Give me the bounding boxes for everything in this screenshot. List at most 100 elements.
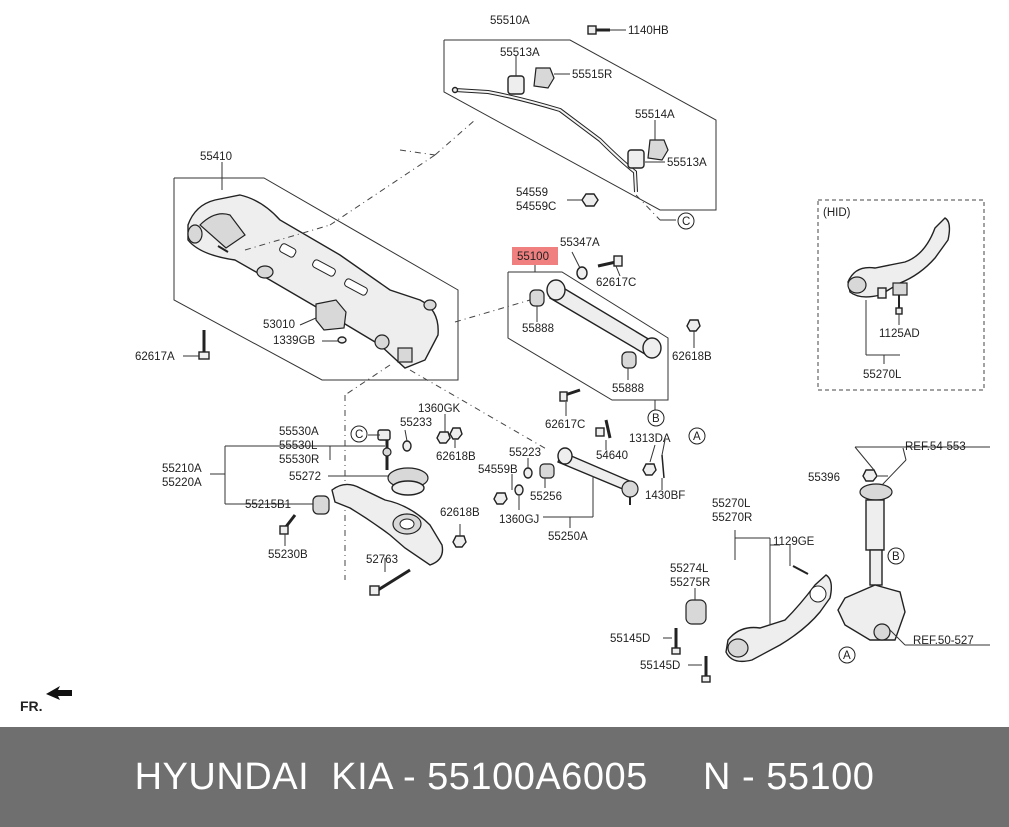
label-55347a: 55347A bbox=[560, 237, 600, 249]
nut-54559 bbox=[581, 193, 599, 207]
nut-62618b-right bbox=[686, 319, 701, 332]
label-1140hb: 1140HB bbox=[628, 25, 669, 37]
label-55100: 55100 bbox=[517, 251, 549, 263]
upper-arm-group bbox=[493, 419, 665, 505]
trailing-arm-group bbox=[671, 469, 906, 683]
washer-55223 bbox=[523, 467, 533, 479]
lower-arm-55210a bbox=[331, 483, 444, 566]
bushing-55256 bbox=[539, 463, 555, 479]
label-55510a: 55510A bbox=[490, 15, 530, 27]
bolt-62617a bbox=[198, 330, 210, 360]
bolt-54640 bbox=[595, 419, 612, 439]
label-55410: 55410 bbox=[200, 151, 232, 163]
label-55145d-lower: 55145D bbox=[640, 660, 680, 672]
highlight-55100 bbox=[512, 247, 558, 265]
trailing-arm-hid bbox=[847, 217, 951, 298]
label-55223: 55223 bbox=[509, 447, 541, 459]
label-1313da: 1313DA bbox=[629, 433, 671, 445]
label-ref-50-527: REF.50-527 bbox=[913, 635, 974, 647]
label-fr: FR. bbox=[20, 698, 43, 714]
nut-62618b-lower bbox=[452, 535, 467, 548]
bolt-55145d-lower bbox=[701, 656, 711, 683]
bolt-55145d-upper bbox=[671, 628, 681, 655]
svg-text:A: A bbox=[693, 431, 701, 443]
circle-marker-b-right: B bbox=[887, 547, 905, 565]
part-number-banner: HYUNDAI KIA - 55100A6005 N - 55100 bbox=[0, 727, 1009, 827]
circle-marker-b-middle: B bbox=[647, 409, 665, 427]
lower-arm-group bbox=[279, 427, 467, 596]
circle-marker-c-top: C bbox=[677, 212, 695, 230]
label-54559c: 54559C bbox=[516, 201, 556, 213]
lower-link-group bbox=[507, 247, 701, 402]
parts-diagram: 55510A 1140HB 55513A 55515R 55514A 55513… bbox=[20, 15, 990, 714]
label-55145d-upper: 55145D bbox=[610, 633, 650, 645]
svg-text:B: B bbox=[892, 551, 900, 563]
label-55233: 55233 bbox=[400, 417, 432, 429]
bolt-55230b bbox=[279, 514, 297, 535]
label-55514a: 55514A bbox=[635, 109, 675, 121]
nut-54559b bbox=[493, 492, 508, 505]
label-62617a: 62617A bbox=[135, 351, 175, 363]
washer-55347a bbox=[576, 266, 588, 280]
part-number-text: HYUNDAI KIA - 55100A6005 N - 55100 bbox=[134, 755, 875, 798]
label-1360gk: 1360GK bbox=[418, 403, 461, 415]
label-55256: 55256 bbox=[530, 491, 562, 503]
label-55530l: 55530L bbox=[279, 440, 318, 452]
label-hid: (HID) bbox=[823, 207, 851, 219]
shock-absorber bbox=[865, 499, 885, 551]
label-ref-54-553: REF.54-553 bbox=[905, 441, 966, 453]
bushing-55888-left bbox=[529, 289, 545, 307]
pin-1430bf bbox=[661, 454, 665, 479]
label-55250a: 55250A bbox=[548, 531, 588, 543]
bracket-55514a bbox=[647, 139, 669, 161]
label-54559: 54559 bbox=[516, 187, 548, 199]
circle-marker-a-middle: A bbox=[688, 427, 706, 445]
label-55272: 55272 bbox=[289, 471, 321, 483]
nut-1313da bbox=[642, 463, 657, 476]
label-55513a-top: 55513A bbox=[500, 47, 540, 59]
bolt-1140hb bbox=[587, 25, 610, 35]
trailing-arm-55270l bbox=[725, 574, 833, 663]
label-55220a: 55220A bbox=[162, 477, 202, 489]
label-55230b: 55230B bbox=[268, 549, 308, 561]
label-55274l: 55274L bbox=[670, 563, 709, 575]
label-55210a: 55210A bbox=[162, 463, 202, 475]
label-1430bf: 1430BF bbox=[645, 490, 685, 502]
label-55888-left: 55888 bbox=[522, 323, 554, 335]
label-62618b-right: 62618B bbox=[672, 351, 712, 363]
bracket-hid bbox=[892, 282, 908, 296]
label-1339gb: 1339GB bbox=[273, 335, 316, 347]
circle-marker-c-lower: C bbox=[350, 425, 368, 443]
label-1360gj: 1360GJ bbox=[499, 514, 539, 526]
bushing-55513a-right bbox=[627, 149, 645, 169]
label-1129ge: 1129GE bbox=[773, 536, 815, 548]
bolt-1129ge bbox=[792, 565, 809, 575]
label-1125ad: 1125AD bbox=[879, 328, 920, 340]
nut-62618b-upper bbox=[449, 427, 463, 440]
nut-1360gk bbox=[436, 431, 451, 444]
svg-text:A: A bbox=[843, 650, 851, 662]
label-55270l: 55270L bbox=[712, 498, 751, 510]
knuckle bbox=[837, 584, 906, 641]
label-55215b1: 55215B1 bbox=[245, 499, 291, 511]
label-62618b-lower: 62618B bbox=[440, 507, 480, 519]
label-53010: 53010 bbox=[263, 319, 295, 331]
svg-text:B: B bbox=[652, 413, 660, 425]
stabilizer-group bbox=[443, 25, 717, 211]
label-55888-right: 55888 bbox=[612, 383, 644, 395]
bushing-55274l bbox=[685, 599, 707, 625]
bolt-52763 bbox=[369, 568, 411, 596]
label-55396: 55396 bbox=[808, 472, 840, 484]
label-62618b-upper: 62618B bbox=[436, 451, 476, 463]
mount-53010 bbox=[315, 299, 347, 331]
label-55270l-hid: 55270L bbox=[863, 369, 902, 381]
label-55270r: 55270R bbox=[712, 512, 752, 524]
crossmember-group bbox=[173, 177, 459, 381]
bolt-62617c-bottom bbox=[559, 388, 581, 402]
svg-text:C: C bbox=[355, 429, 363, 441]
bushing-55215b1 bbox=[312, 495, 330, 515]
label-55513a-right: 55513A bbox=[667, 157, 707, 169]
label-55530r: 55530R bbox=[279, 454, 319, 466]
svg-text:C: C bbox=[682, 216, 690, 228]
nut-55396 bbox=[862, 469, 878, 482]
